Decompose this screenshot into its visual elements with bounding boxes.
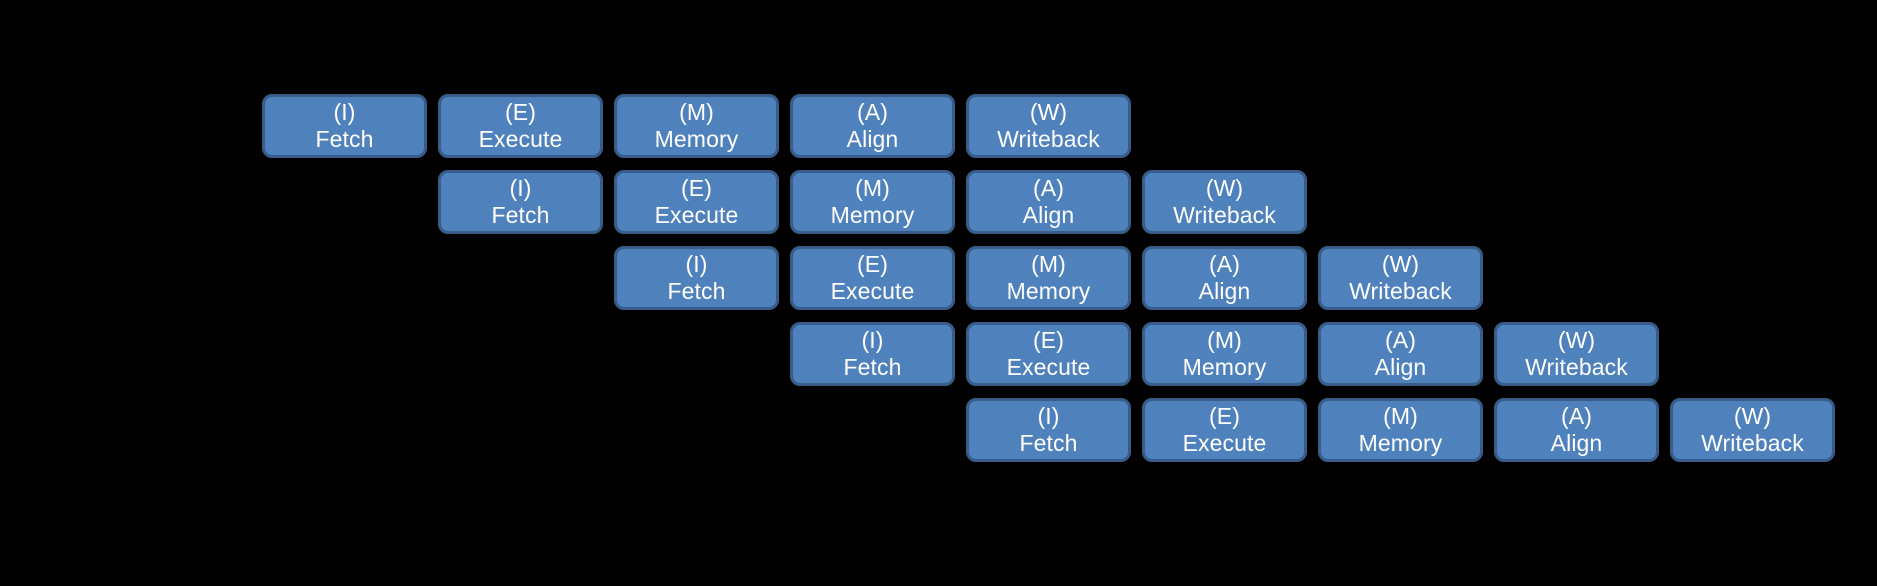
stage-code: (W) (1029, 99, 1068, 126)
stage-code: (A) (857, 99, 888, 126)
stage-code: (M) (1031, 251, 1066, 278)
stage-code: (E) (505, 99, 536, 126)
stage-code: (W) (1557, 327, 1596, 354)
stage-label: Execute (1006, 354, 1091, 380)
stage-code: (E) (1209, 403, 1240, 430)
stage-label: Memory (654, 126, 739, 152)
stage-code: (A) (1209, 251, 1240, 278)
stage-label: Memory (1182, 354, 1267, 380)
stage-code: (E) (857, 251, 888, 278)
stage-label: Writeback (1173, 202, 1276, 228)
pipeline-stage-execute: (E)Execute (966, 322, 1131, 386)
pipeline-stage-writeback: (W)Writeback (966, 94, 1131, 158)
stage-code: (M) (679, 99, 714, 126)
stage-code: (I) (685, 251, 708, 278)
stage-code: (A) (1385, 327, 1416, 354)
stage-label: Fetch (491, 202, 550, 228)
stage-label: Execute (478, 126, 563, 152)
pipeline-stage-writeback: (W)Writeback (1142, 170, 1307, 234)
pipeline-stage-fetch: (I)Fetch (790, 322, 955, 386)
pipeline-stage-execute: (E)Execute (1142, 398, 1307, 462)
pipeline-stage-memory: (M)Memory (1318, 398, 1483, 462)
stage-label: Execute (1182, 430, 1267, 456)
stage-label: Align (1198, 278, 1251, 304)
pipeline-stage-fetch: (I)Fetch (614, 246, 779, 310)
pipeline-stage-align: (A)Align (1494, 398, 1659, 462)
pipeline-stage-execute: (E)Execute (438, 94, 603, 158)
stage-code: (W) (1205, 175, 1244, 202)
stage-label: Align (1374, 354, 1427, 380)
stage-label: Fetch (1019, 430, 1078, 456)
stage-code: (M) (855, 175, 890, 202)
stage-code: (E) (681, 175, 712, 202)
stage-code: (W) (1381, 251, 1420, 278)
pipeline-stage-writeback: (W)Writeback (1670, 398, 1835, 462)
pipeline-stage-memory: (M)Memory (966, 246, 1131, 310)
stage-label: Fetch (315, 126, 374, 152)
pipeline-stage-memory: (M)Memory (1142, 322, 1307, 386)
pipeline-stage-align: (A)Align (966, 170, 1131, 234)
stage-label: Align (1550, 430, 1603, 456)
stage-code: (W) (1733, 403, 1772, 430)
pipeline-stage-execute: (E)Execute (790, 246, 955, 310)
stage-label: Writeback (997, 126, 1100, 152)
stage-code: (M) (1383, 403, 1418, 430)
stage-label: Memory (1358, 430, 1443, 456)
stage-label: Writeback (1349, 278, 1452, 304)
stage-code: (E) (1033, 327, 1064, 354)
stage-label: Memory (1006, 278, 1091, 304)
pipeline-stage-memory: (M)Memory (614, 94, 779, 158)
stage-label: Memory (830, 202, 915, 228)
stage-label: Execute (654, 202, 739, 228)
stage-label: Writeback (1701, 430, 1804, 456)
stage-code: (M) (1207, 327, 1242, 354)
pipeline-stage-align: (A)Align (1318, 322, 1483, 386)
stage-code: (I) (861, 327, 884, 354)
pipeline-stage-fetch: (I)Fetch (438, 170, 603, 234)
pipeline-stage-align: (A)Align (790, 94, 955, 158)
stage-label: Fetch (667, 278, 726, 304)
pipeline-stage-align: (A)Align (1142, 246, 1307, 310)
pipeline-stage-fetch: (I)Fetch (262, 94, 427, 158)
stage-code: (I) (509, 175, 532, 202)
stage-code: (A) (1561, 403, 1592, 430)
pipeline-stage-writeback: (W)Writeback (1318, 246, 1483, 310)
pipeline-stage-memory: (M)Memory (790, 170, 955, 234)
stage-code: (I) (333, 99, 356, 126)
pipeline-stage-writeback: (W)Writeback (1494, 322, 1659, 386)
stage-code: (A) (1033, 175, 1064, 202)
pipeline-stage-fetch: (I)Fetch (966, 398, 1131, 462)
pipeline-stage-execute: (E)Execute (614, 170, 779, 234)
stage-label: Execute (830, 278, 915, 304)
stage-label: Writeback (1525, 354, 1628, 380)
stage-label: Align (846, 126, 899, 152)
stage-label: Align (1022, 202, 1075, 228)
stage-label: Fetch (843, 354, 902, 380)
stage-code: (I) (1037, 403, 1060, 430)
